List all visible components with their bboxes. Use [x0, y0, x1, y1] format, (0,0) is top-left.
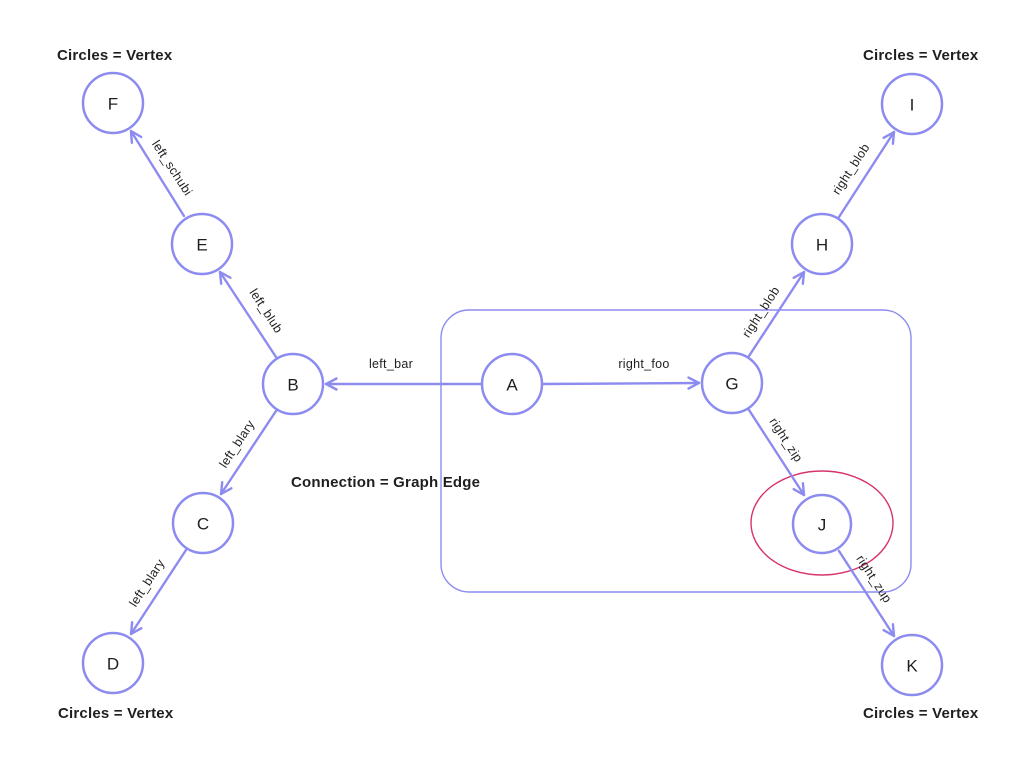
edge-label: left_blary: [126, 556, 167, 609]
node-label: J: [818, 516, 827, 535]
edge-label: left_bar: [369, 357, 413, 371]
node-D: D: [81, 631, 145, 695]
edge-H-I: right_blob: [829, 130, 896, 219]
annotation-bottom-left: Circles = Vertex: [58, 705, 174, 722]
node-C: C: [171, 491, 235, 555]
node-circle: [81, 631, 145, 695]
edge-label: right_blob: [829, 141, 872, 197]
node-circle: [171, 491, 235, 555]
annotations-layer: Circles = Vertex Circles = Vertex Circle…: [57, 47, 979, 722]
edge-label: right_zip: [767, 415, 806, 465]
node-E: E: [170, 212, 234, 276]
edge-label: left_blub: [247, 286, 286, 336]
node-G: G: [700, 351, 764, 415]
edge-label: left_blary: [216, 417, 257, 470]
edge-J-K: right_zup: [837, 549, 896, 638]
graph-edge-group-box: [440, 309, 912, 593]
annotation-connection-graph-edge: Connection = Graph Edge: [291, 474, 480, 491]
edge-B-C: left_blary: [216, 409, 278, 496]
edge-line: [129, 129, 186, 218]
node-circle: [261, 352, 325, 416]
node-circle: [480, 352, 544, 416]
edge-C-D: left_blary: [126, 548, 188, 636]
node-label: C: [197, 515, 209, 534]
edge-line: [540, 376, 701, 390]
node-label: A: [506, 376, 518, 395]
edge-line: [747, 408, 806, 497]
node-A: A: [480, 352, 544, 416]
edge-A-B: left_bar: [324, 357, 484, 391]
node-label: I: [910, 96, 915, 115]
node-J: J: [791, 493, 853, 555]
node-label: D: [107, 655, 119, 674]
node-circle: [880, 72, 944, 136]
edge-line: [218, 270, 278, 359]
node-F: F: [81, 71, 145, 135]
node-circle: [170, 212, 234, 276]
edge-line: [129, 548, 188, 636]
edge-B-E: left_blub: [218, 270, 286, 359]
annotation-bottom-right: Circles = Vertex: [863, 705, 979, 722]
node-I: I: [880, 72, 944, 136]
node-H: H: [790, 212, 854, 276]
node-circle: [791, 493, 853, 555]
node-circle: [790, 212, 854, 276]
nodes-layer: F E B C D A G H: [81, 71, 944, 697]
node-label: B: [287, 376, 298, 395]
edge-G-H: right_blob: [739, 270, 806, 358]
highlight-ellipse-node-j: [750, 470, 894, 576]
node-label: F: [108, 95, 118, 114]
edge-A-G: right_foo: [540, 357, 701, 390]
edge-line: [219, 409, 278, 496]
node-B: B: [261, 352, 325, 416]
node-circle: [880, 633, 944, 697]
annotation-top-right: Circles = Vertex: [863, 47, 979, 64]
edge-label: right_blob: [739, 284, 782, 340]
edge-label: right_zup: [853, 552, 894, 605]
node-circle: [700, 351, 764, 415]
edge-label: right_foo: [618, 357, 669, 371]
node-label: K: [906, 657, 918, 676]
node-K: K: [880, 633, 944, 697]
annotation-top-left: Circles = Vertex: [57, 47, 173, 64]
node-label: G: [725, 375, 738, 394]
node-label: H: [816, 236, 828, 255]
edge-line: [837, 130, 896, 219]
edge-label: left_schubi: [149, 138, 195, 199]
node-circle: [81, 71, 145, 135]
node-label: E: [196, 236, 207, 255]
edge-line: [837, 549, 896, 638]
edge-E-F: left_schubi: [129, 129, 195, 218]
edge-line: [747, 270, 806, 358]
